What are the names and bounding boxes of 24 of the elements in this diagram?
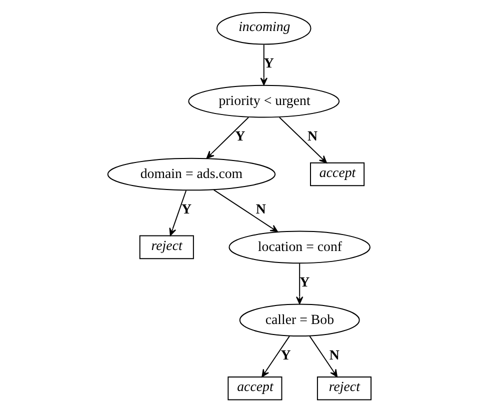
arrow (278, 116, 327, 164)
node-ellipse: domain = ads.com (107, 158, 276, 191)
arrow (296, 263, 304, 304)
edge-label: N (308, 129, 318, 144)
node-box: reject (139, 235, 194, 260)
edge-label: Y (300, 275, 310, 290)
arrow (260, 44, 268, 86)
edge-label: Y (280, 348, 291, 364)
node-box: reject (316, 376, 372, 400)
edge-label: Y (182, 202, 192, 218)
node-box: accept (228, 376, 282, 400)
arrow (309, 336, 338, 378)
node-ellipse: caller = Bob (239, 304, 360, 337)
arrow (169, 190, 187, 236)
edge-label: N (329, 348, 340, 364)
node-ellipse: location = conf (228, 230, 370, 264)
node-ellipse: priority < urgent (188, 84, 340, 118)
node-box: accept (310, 162, 365, 186)
node-ellipse: incoming (216, 12, 312, 45)
edge-label: Y (235, 129, 246, 144)
arrow (262, 336, 290, 378)
arrow (213, 189, 278, 232)
arrow (206, 116, 249, 159)
edge-label: N (256, 202, 266, 218)
